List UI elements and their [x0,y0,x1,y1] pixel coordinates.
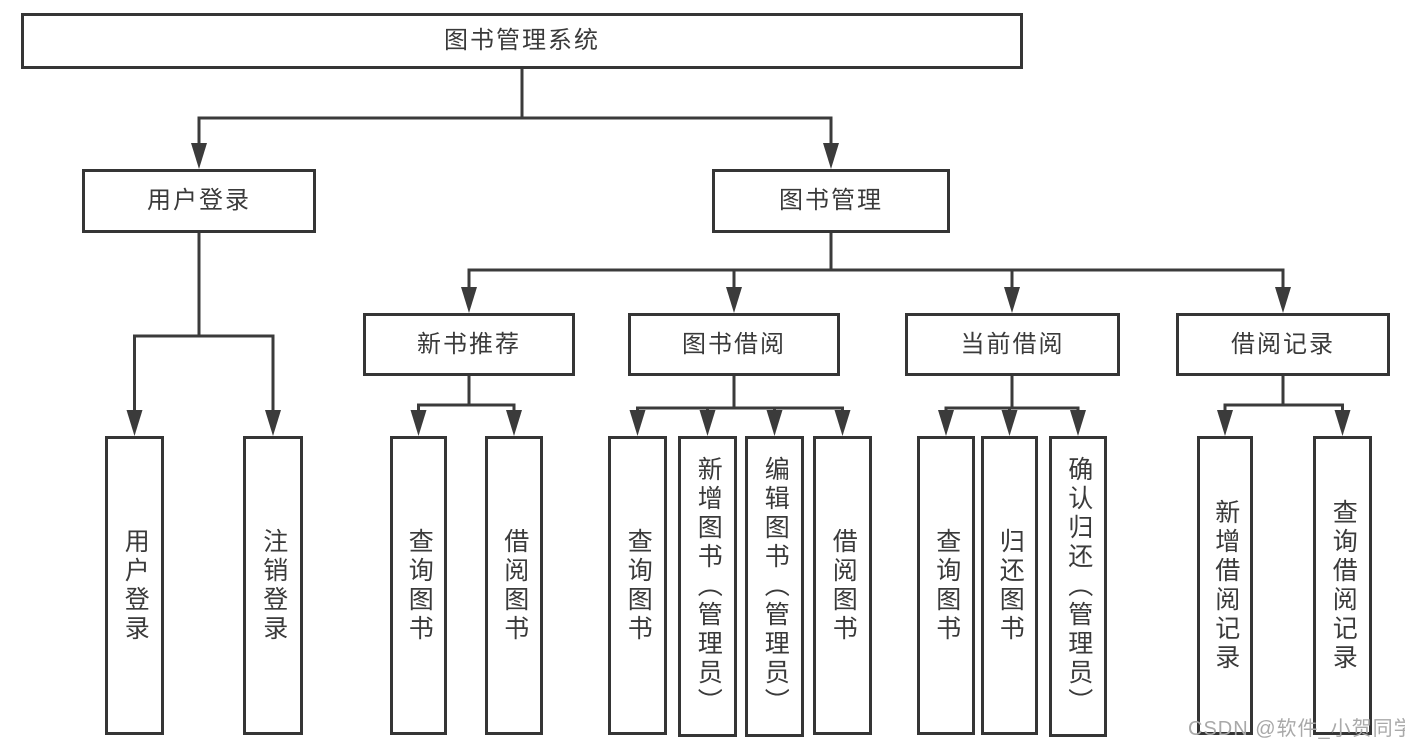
node-borrow-books-1-label: 借阅图书 [500,527,529,644]
node-current-borrowing-label: 当前借阅 [960,330,1065,358]
node-user-login-label: 用户登录 [147,187,251,214]
node-query-books-1-label: 查询图书 [405,527,434,644]
node-user-login-leaf: 用户登录 [105,436,164,735]
node-query-books-2-label: 查询图书 [624,527,653,644]
node-current-borrowing: 当前借阅 [905,313,1120,376]
connector-borrowing-records-to-leaves [1217,376,1351,436]
node-query-books-2: 查询图书 [608,436,667,735]
connector-root-to-level2 [191,69,839,169]
node-add-borrow-record-label: 新增借阅记录 [1211,498,1240,673]
node-query-books-3: 查询图书 [917,436,975,735]
node-confirm-return-admin-label: 确认归还（管理员） [1064,456,1093,717]
node-user-login-leaf-label: 用户登录 [121,527,150,644]
watermark: CSDN @软件_小贺同学 [1188,718,1405,740]
node-return-books-label: 归还图书 [996,527,1025,644]
node-borrow-books-1: 借阅图书 [485,436,543,735]
node-return-books: 归还图书 [981,436,1038,735]
node-user-login: 用户登录 [82,169,316,233]
node-logout-leaf-label: 注销登录 [259,527,288,644]
connector-new-book-recommend-to-leaves [410,376,522,436]
node-query-books-3-label: 查询图书 [932,527,961,644]
node-borrow-books-2-label: 借阅图书 [829,527,858,644]
node-confirm-return-admin: 确认归还（管理员） [1049,436,1107,737]
node-borrowing-records-label: 借阅记录 [1231,330,1335,358]
node-book-management: 图书管理 [712,169,950,233]
node-book-borrowing-label: 图书借阅 [682,330,786,358]
node-new-book-recommend-label: 新书推荐 [417,330,521,358]
node-edit-books-admin-label: 编辑图书（管理员） [761,456,790,717]
node-query-borrow-record-label: 查询借阅记录 [1329,498,1358,673]
node-add-books-admin: 新增图书（管理员） [678,436,737,737]
node-new-book-recommend: 新书推荐 [363,313,575,376]
node-book-borrowing: 图书借阅 [628,313,840,376]
node-borrowing-records: 借阅记录 [1176,313,1390,376]
node-borrow-books-2: 借阅图书 [813,436,872,735]
node-add-borrow-record: 新增借阅记录 [1197,436,1253,735]
connector-user-login-to-leaves [126,233,281,436]
connector-book-borrowing-to-leaves [629,376,851,436]
node-root: 图书管理系统 [21,13,1023,69]
node-root-label: 图书管理系统 [444,27,600,54]
node-edit-books-admin: 编辑图书（管理员） [745,436,804,737]
node-logout-leaf: 注销登录 [243,436,303,735]
node-query-borrow-record: 查询借阅记录 [1313,436,1372,735]
node-query-books-1: 查询图书 [390,436,447,735]
node-book-management-label: 图书管理 [779,187,883,214]
connector-book-management-to-level3 [461,233,1291,313]
connector-current-borrowing-to-leaves [938,376,1086,436]
node-add-books-admin-label: 新增图书（管理员） [694,456,723,717]
